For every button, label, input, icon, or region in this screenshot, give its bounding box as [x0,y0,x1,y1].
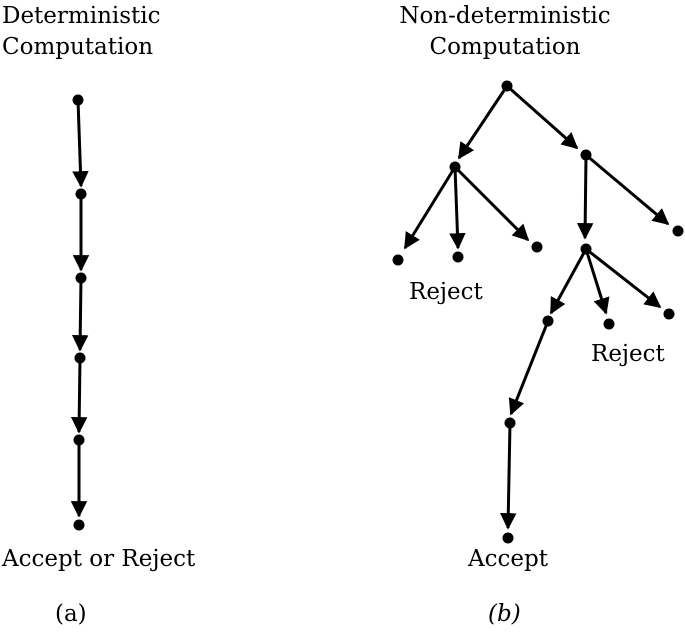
nondeterministic-tree [392,80,684,544]
nd-edge-c-1 [549,248,588,315]
nd-node-d [542,315,554,327]
panel-a-title-line1: Deterministic [2,3,161,29]
nd-node-accept-leaf [502,532,514,544]
det-node-6 [73,519,85,531]
nd-edge-root-right [506,84,579,150]
nd-edge-a-1 [403,166,457,250]
det-edge-1 [72,99,89,188]
reject-label-2: Reject [591,341,665,367]
det-node-1 [72,94,84,106]
nd-node-leaf-b2 [672,225,684,237]
nd-edge-d [508,320,550,416]
nd-edge-b-1 [576,154,594,240]
nd-node-reject-leaf [392,254,404,266]
panel-a-caption: (a) [55,601,87,627]
nd-node-leaf-a3 [531,241,543,253]
det-node-4 [74,352,86,364]
reject-label-1: Reject [409,279,483,305]
det-node-5 [73,434,85,446]
panel-b-caption: (b) [488,601,521,627]
nd-edge-root-left [457,85,509,160]
panel-a-end-label: Accept or Reject [2,546,196,572]
nd-node-leaf-a2 [452,251,464,263]
nd-node-leaf-c3 [663,308,675,320]
nd-node-b [580,149,592,161]
panel-a-title-line2: Computation [2,34,154,60]
nd-node-reject-leaf-2 [603,318,615,330]
det-node-2 [75,188,87,200]
det-edge-4 [70,357,88,434]
nd-node-root [501,80,513,92]
panel-b-title-line2: Computation [429,34,581,60]
panel-b-title-line1: Non-deterministic [399,3,611,29]
nd-edge-c-2 [584,248,610,315]
nd-node-a [449,161,461,173]
det-edge-3 [71,277,89,352]
nd-edge-b-2 [585,153,670,226]
accept-label: Accept [468,546,548,572]
nd-edge-e [500,422,517,530]
deterministic-chain [70,94,90,531]
nd-node-e [504,417,516,429]
det-node-3 [75,272,87,284]
nd-node-c [580,243,592,255]
nd-edge-c-3 [585,247,662,309]
nd-edge-a-2 [449,166,466,250]
nd-edge-a-3 [453,165,530,242]
